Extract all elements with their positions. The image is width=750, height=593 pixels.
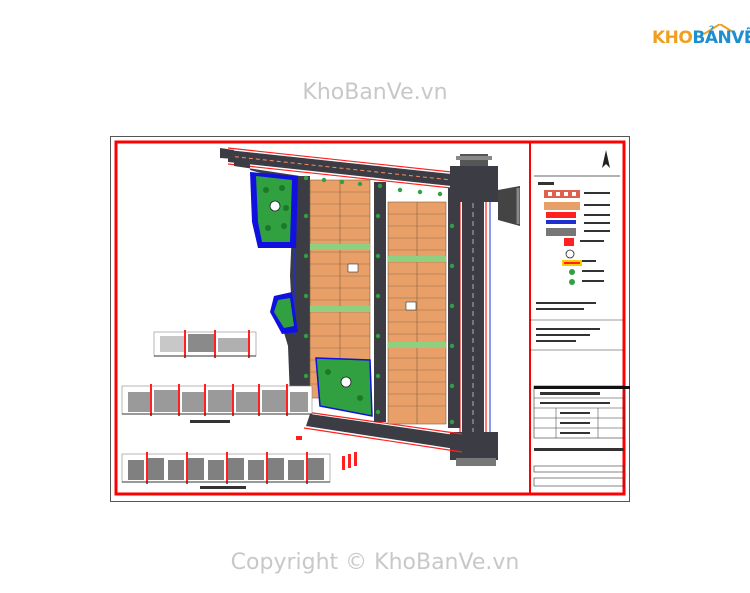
lot-block-2	[387, 201, 447, 425]
bottom-road	[306, 414, 462, 450]
red-frame	[114, 140, 626, 496]
logo-part1: KHO	[652, 28, 693, 48]
title-block	[530, 150, 630, 487]
elevation-middle	[121, 384, 313, 423]
copyright-watermark: Copyright © KhoBanVe.vn	[230, 550, 520, 575]
north-arrow-icon	[602, 150, 610, 168]
park-bottom	[315, 357, 373, 417]
elevation-long	[121, 452, 331, 489]
elevation-small	[153, 330, 257, 358]
site-plan	[220, 147, 520, 470]
logo-roof-icon	[703, 24, 737, 35]
khobanve-logo: KHOBẢNVẼ	[652, 24, 750, 50]
small-pond	[270, 292, 298, 334]
park-top-left	[250, 172, 298, 248]
logo-part2: BẢNVẼ	[692, 28, 750, 48]
logo-wordmark: KHOBẢNVẼ	[652, 28, 750, 48]
site-plan-drawing	[110, 136, 630, 502]
watermark-top: KhoBanVe.vn	[302, 80, 448, 105]
